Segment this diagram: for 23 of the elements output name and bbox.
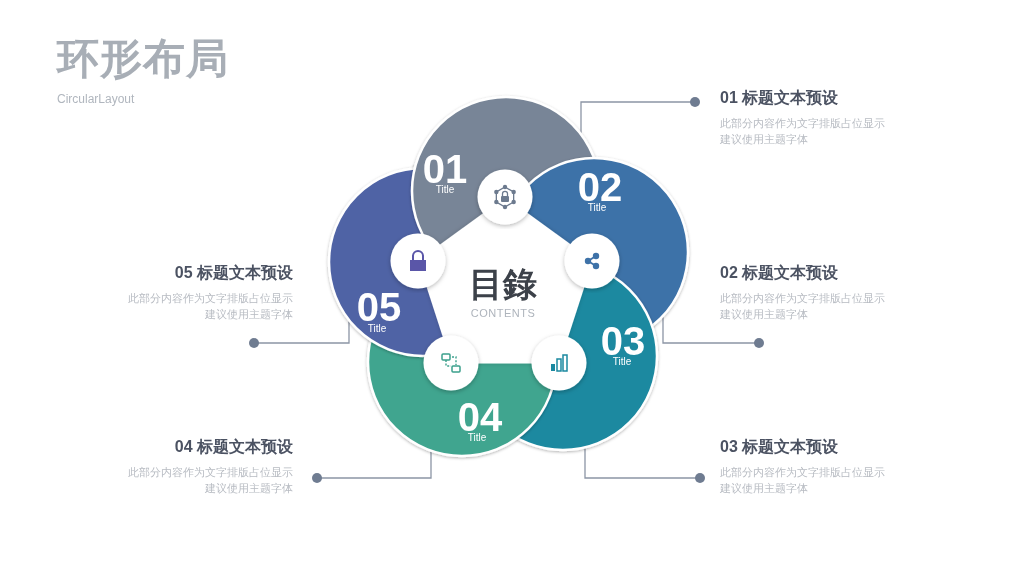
heading-text: 03 标题文本预设 — [720, 437, 840, 457]
heading-text: 01 标题文本预设 — [720, 88, 840, 108]
title-text: Title — [435, 185, 455, 195]
heading-text: 目錄 — [469, 267, 537, 301]
leader-line — [580, 97, 700, 134]
title: 环形布局 — [57, 38, 229, 80]
heading-text: 04 标题文本预设 — [173, 437, 293, 457]
body-text: 此部分内容作为文字排版占位显示建议使用主题字体 — [720, 291, 886, 323]
body-text: 此部分内容作为文字排版占位显示建议使用主题字体 — [127, 465, 293, 497]
subheading-text: CONTENTS — [470, 307, 536, 319]
title-text: Title — [467, 433, 487, 443]
body-text: 此部分内容作为文字排版占位显示建议使用主题字体 — [720, 116, 886, 148]
leader-line — [312, 451, 432, 483]
title-text: Title — [587, 203, 607, 213]
heading-text: 05 标题文本预设 — [173, 263, 293, 283]
heading-text: 02 标题文本预设 — [720, 263, 840, 283]
body-text: 此部分内容作为文字排版占位显示建议使用主题字体 — [720, 465, 886, 497]
title-text: Title — [612, 357, 632, 367]
leader-line — [584, 447, 705, 483]
body-text: 此部分内容作为文字排版占位显示建议使用主题字体 — [127, 291, 293, 323]
subtitle: CircularLayout — [57, 93, 135, 105]
leader-line — [249, 320, 350, 348]
leader-line — [662, 316, 764, 348]
